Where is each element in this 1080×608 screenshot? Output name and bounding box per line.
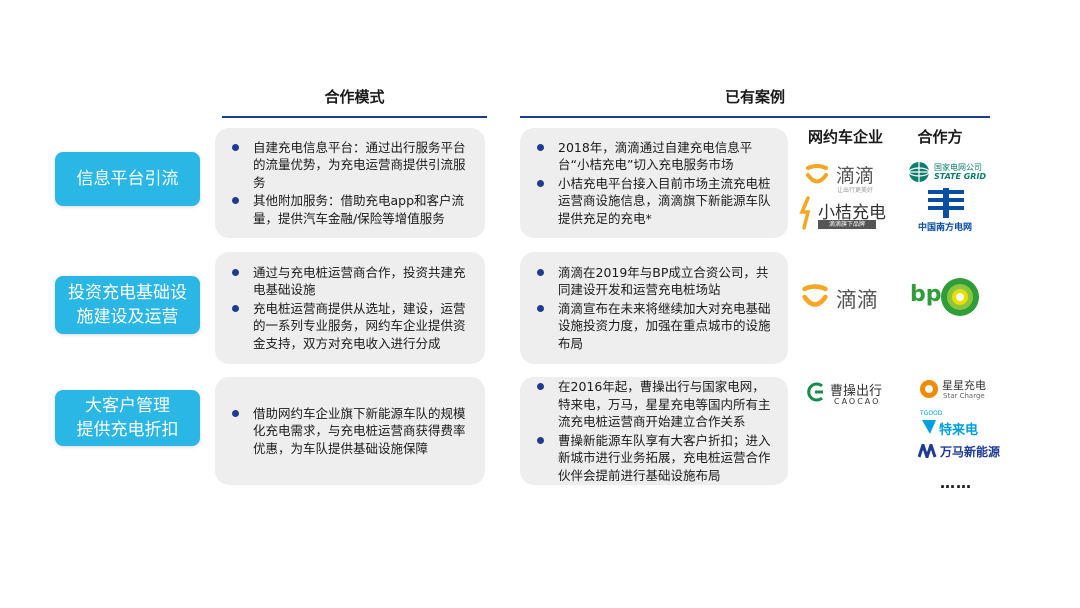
teld-mark-icon: [922, 420, 936, 434]
mode-card-2: 通过与充电桩运营商合作，投资共建充电基础设施 充电桩运营商提供从选址，建设，运营…: [215, 252, 485, 364]
wanma-wordmark: 万马新能源: [940, 445, 1001, 459]
case-bullet: 曹操新能源车队享有大客户折扣；进入新城市进行业务拓展，充电桩运营合作伙伴会提前进…: [534, 432, 774, 485]
didi-logo: 滴滴 让出行更美好: [804, 160, 894, 194]
case-bullet: 2018年，滴滴通过自建充电信息平台“小桔充电”切入充电服务市场: [534, 139, 774, 174]
didi-wordmark: 滴滴: [836, 288, 878, 312]
teld-wordmark: 特来电: [939, 423, 979, 438]
mode-bullet: 通过与充电桩运营商合作，投资共建充电基础设施: [229, 264, 471, 299]
row-label-info-platform: 信息平台引流: [55, 152, 200, 206]
row-label-key-account: 大客户管理 提供充电折扣: [55, 390, 200, 446]
mode-bullet: 充电桩运营商提供从选址，建设，运营的一系列专业服务，网约车企业提供资金支持，双方…: [229, 300, 471, 353]
case-card-3: 在2016年起，曹操出行与国家电网，特来电，万马，星星充电等国内所有主流充电桩运…: [520, 377, 788, 485]
state-grid-logo: 国家电网公司 STATE GRID: [908, 160, 988, 186]
teld-logo: TGOOD 特来电: [920, 410, 990, 438]
xiaoju-mark-icon: [799, 196, 811, 230]
wanma-mark-icon: [918, 444, 937, 458]
header-rule-mode: [222, 116, 487, 118]
mode-bullet: 自建充电信息平台：通过出行服务平台的流量优势，为充电运营商提供引流服务: [229, 139, 471, 192]
teld-en: TGOOD: [920, 410, 943, 417]
bp-logo: bp: [910, 276, 990, 320]
didi-wordmark: 滴滴: [836, 165, 875, 187]
xiaoju-logo: 小桔充电 滴滴旗下品牌: [798, 196, 894, 232]
header-cooperation-mode: 合作模式: [324, 88, 385, 106]
case-bullet: 滴滴宣布在未来将继续加大对充电基础设施投资力度，加强在重点城市的设施布局: [534, 300, 774, 353]
xiaoju-wordmark: 小桔充电: [818, 203, 886, 223]
didi-logo-2: 滴滴: [800, 282, 890, 316]
mode-bullet: 借助网约车企业旗下新能源车队的规模化充电需求，与充电桩运营商获得费率优惠，为车队…: [229, 405, 471, 458]
csg-mark-icon: [928, 188, 964, 218]
header-ride-hailing: 网约车企业: [807, 128, 883, 146]
caocao-wordmark: 曹操出行: [830, 384, 883, 399]
star-charge-en: Star Charge: [943, 392, 985, 400]
wanma-logo: 万马新能源: [918, 442, 1008, 462]
didi-mark-icon: [806, 164, 828, 184]
row-label-investment: 投资充电基础设 施建设及运营: [55, 276, 200, 334]
case-bullet: 在2016年起，曹操出行与国家电网，特来电，万马，星星充电等国内所有主流充电桩运…: [534, 378, 774, 431]
case-card-1: 2018年，滴滴通过自建充电信息平台“小桔充电”切入充电服务市场 小桔充电平台接…: [520, 128, 788, 238]
didi-mark-icon: [802, 284, 828, 307]
header-existing-cases: 已有案例: [724, 88, 785, 106]
didi-tagline: 让出行更美好: [837, 187, 874, 194]
star-gear-icon: [920, 380, 938, 398]
header-rule-cases: [520, 116, 990, 118]
caocao-logo: 曹操出行 CAOCAO: [806, 380, 892, 410]
case-bullet: 滴滴在2019年与BP成立合资公司，共同建设开发和运营充电桩场站: [534, 264, 774, 299]
star-charge-cn: 星星充电: [942, 379, 986, 392]
mode-card-3: 借助网约车企业旗下新能源车队的规模化充电需求，与充电桩运营商获得费率优惠，为车队…: [215, 377, 485, 485]
csg-wordmark: 中国南方电网: [918, 223, 973, 233]
globe-icon: [908, 162, 930, 182]
mode-card-1: 自建充电信息平台：通过出行服务平台的流量优势，为充电运营商提供引流服务 其他附加…: [215, 128, 485, 238]
case-card-2: 滴滴在2019年与BP成立合资公司，共同建设开发和运营充电桩场站 滴滴宣布在未来…: [520, 252, 788, 364]
state-grid-cn: 国家电网公司: [934, 163, 982, 172]
case-bullet: 小桔充电平台接入目前市场主流充电桩运营商设施信息，滴滴旗下新能源车队提供充足的充…: [534, 175, 774, 228]
bp-wordmark: bp: [910, 282, 942, 307]
csg-logo: 中国南方电网: [912, 188, 982, 233]
star-charge-logo: 星星充电 Star Charge: [918, 376, 994, 404]
helios-sun-icon: [941, 278, 979, 316]
caocao-mark-icon: [807, 382, 823, 402]
more-ellipsis: ……: [940, 474, 972, 492]
header-partners: 合作方: [917, 128, 963, 146]
state-grid-en: STATE GRID: [934, 172, 987, 181]
mode-bullet: 其他附加服务：借助充电app和客户流量，提供汽车金融/保险等增值服务: [229, 192, 471, 227]
caocao-en: CAOCAO: [834, 397, 881, 406]
xiaoju-tagline: 滴滴旗下品牌: [818, 220, 876, 229]
